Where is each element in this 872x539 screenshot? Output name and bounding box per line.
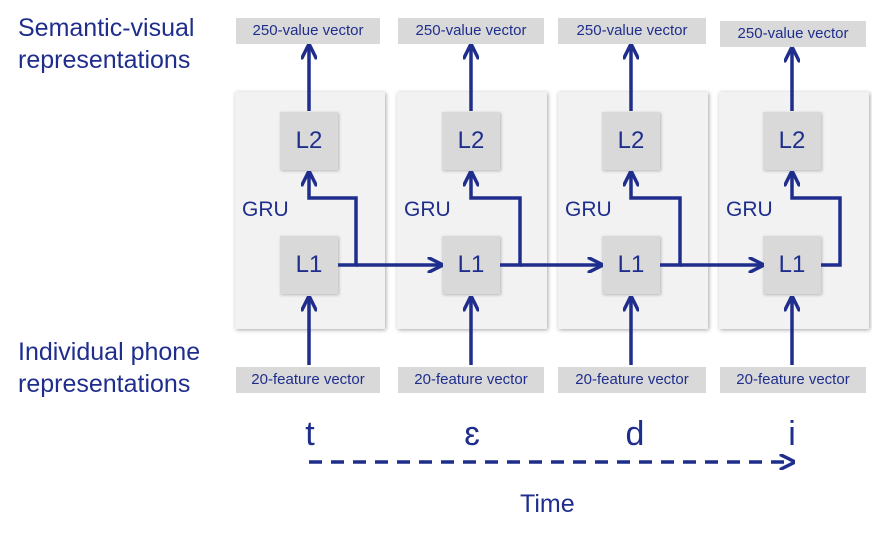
loop-arrow-4 <box>792 174 842 267</box>
top-label-line-1: Semantic-visual <box>18 14 195 42</box>
l2-box-4: L2 <box>763 112 821 170</box>
l2-box-1: L2 <box>280 112 338 170</box>
gru-label-2: GRU <box>404 198 451 221</box>
loop-arrow-1 <box>309 174 358 267</box>
l1-box-1: L1 <box>280 236 338 294</box>
gru-label-3: GRU <box>565 198 612 221</box>
bottom-label-line-1: Individual phone <box>18 338 201 366</box>
l2-box-2: L2 <box>442 112 500 170</box>
l1-box-3: L1 <box>602 236 660 294</box>
bottom-label: Individual phone representations <box>18 336 200 400</box>
top-label-line-2: representations <box>18 46 191 74</box>
phone-3: d <box>625 415 645 453</box>
input-vector-3: 20-feature vector <box>558 367 706 393</box>
input-vector-2: 20-feature vector <box>398 367 544 393</box>
input-vector-1: 20-feature vector <box>236 367 380 393</box>
gru-label-1: GRU <box>242 198 289 221</box>
output-vector-4: 250-value vector <box>720 21 866 47</box>
output-vector-3: 250-value vector <box>558 18 706 44</box>
phone-2: ɛ <box>464 415 480 453</box>
bottom-label-line-2: representations <box>18 370 191 398</box>
loop-arrow-2 <box>471 174 522 267</box>
output-vector-1: 250-value vector <box>236 18 380 44</box>
input-vector-4: 20-feature vector <box>720 367 866 393</box>
l1-box-2: L1 <box>442 236 500 294</box>
l2-box-3: L2 <box>602 112 660 170</box>
l1-box-4: L1 <box>763 236 821 294</box>
gru-label-4: GRU <box>726 198 773 221</box>
phone-1: t <box>305 415 315 453</box>
loop-arrow-3 <box>631 174 682 267</box>
phone-4: i <box>788 415 796 453</box>
output-vector-2: 250-value vector <box>398 18 544 44</box>
top-label: Semantic-visual representations <box>18 12 194 76</box>
time-label: Time <box>520 490 575 518</box>
